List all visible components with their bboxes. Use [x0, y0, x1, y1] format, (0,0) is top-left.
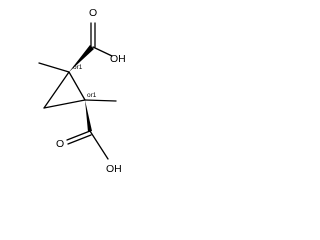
chemical-structure: O OH O OH or1 or1 — [38, 7, 126, 175]
stereo-label-c1: or1 — [73, 64, 83, 71]
hydroxyl-bond-top — [92, 46, 113, 57]
hydroxyl-bond-bottom — [89, 130, 109, 160]
wedge-bond-c2-carboxyl — [85, 100, 92, 132]
atom-label-oh-bottom: OH — [106, 163, 122, 175]
ring-bond-c3-c2 — [43, 99, 86, 109]
wedge-bond-c1-carboxyl — [69, 45, 94, 72]
ring-bond-c1-c2 — [68, 71, 86, 101]
atom-label-o-bottom: O — [56, 138, 64, 150]
methyl-bond-c2 — [84, 99, 117, 102]
ring-bond-c1-c3 — [43, 71, 70, 109]
carbonyl-double-bond-bottom-1 — [66, 130, 91, 141]
methyl-bond-c1 — [38, 62, 70, 73]
carbonyl-double-bond-bottom-2 — [67, 134, 92, 145]
atom-label-o-top: O — [89, 7, 97, 19]
atom-label-oh-top: OH — [110, 53, 126, 65]
stereo-label-c2: or1 — [87, 92, 97, 99]
